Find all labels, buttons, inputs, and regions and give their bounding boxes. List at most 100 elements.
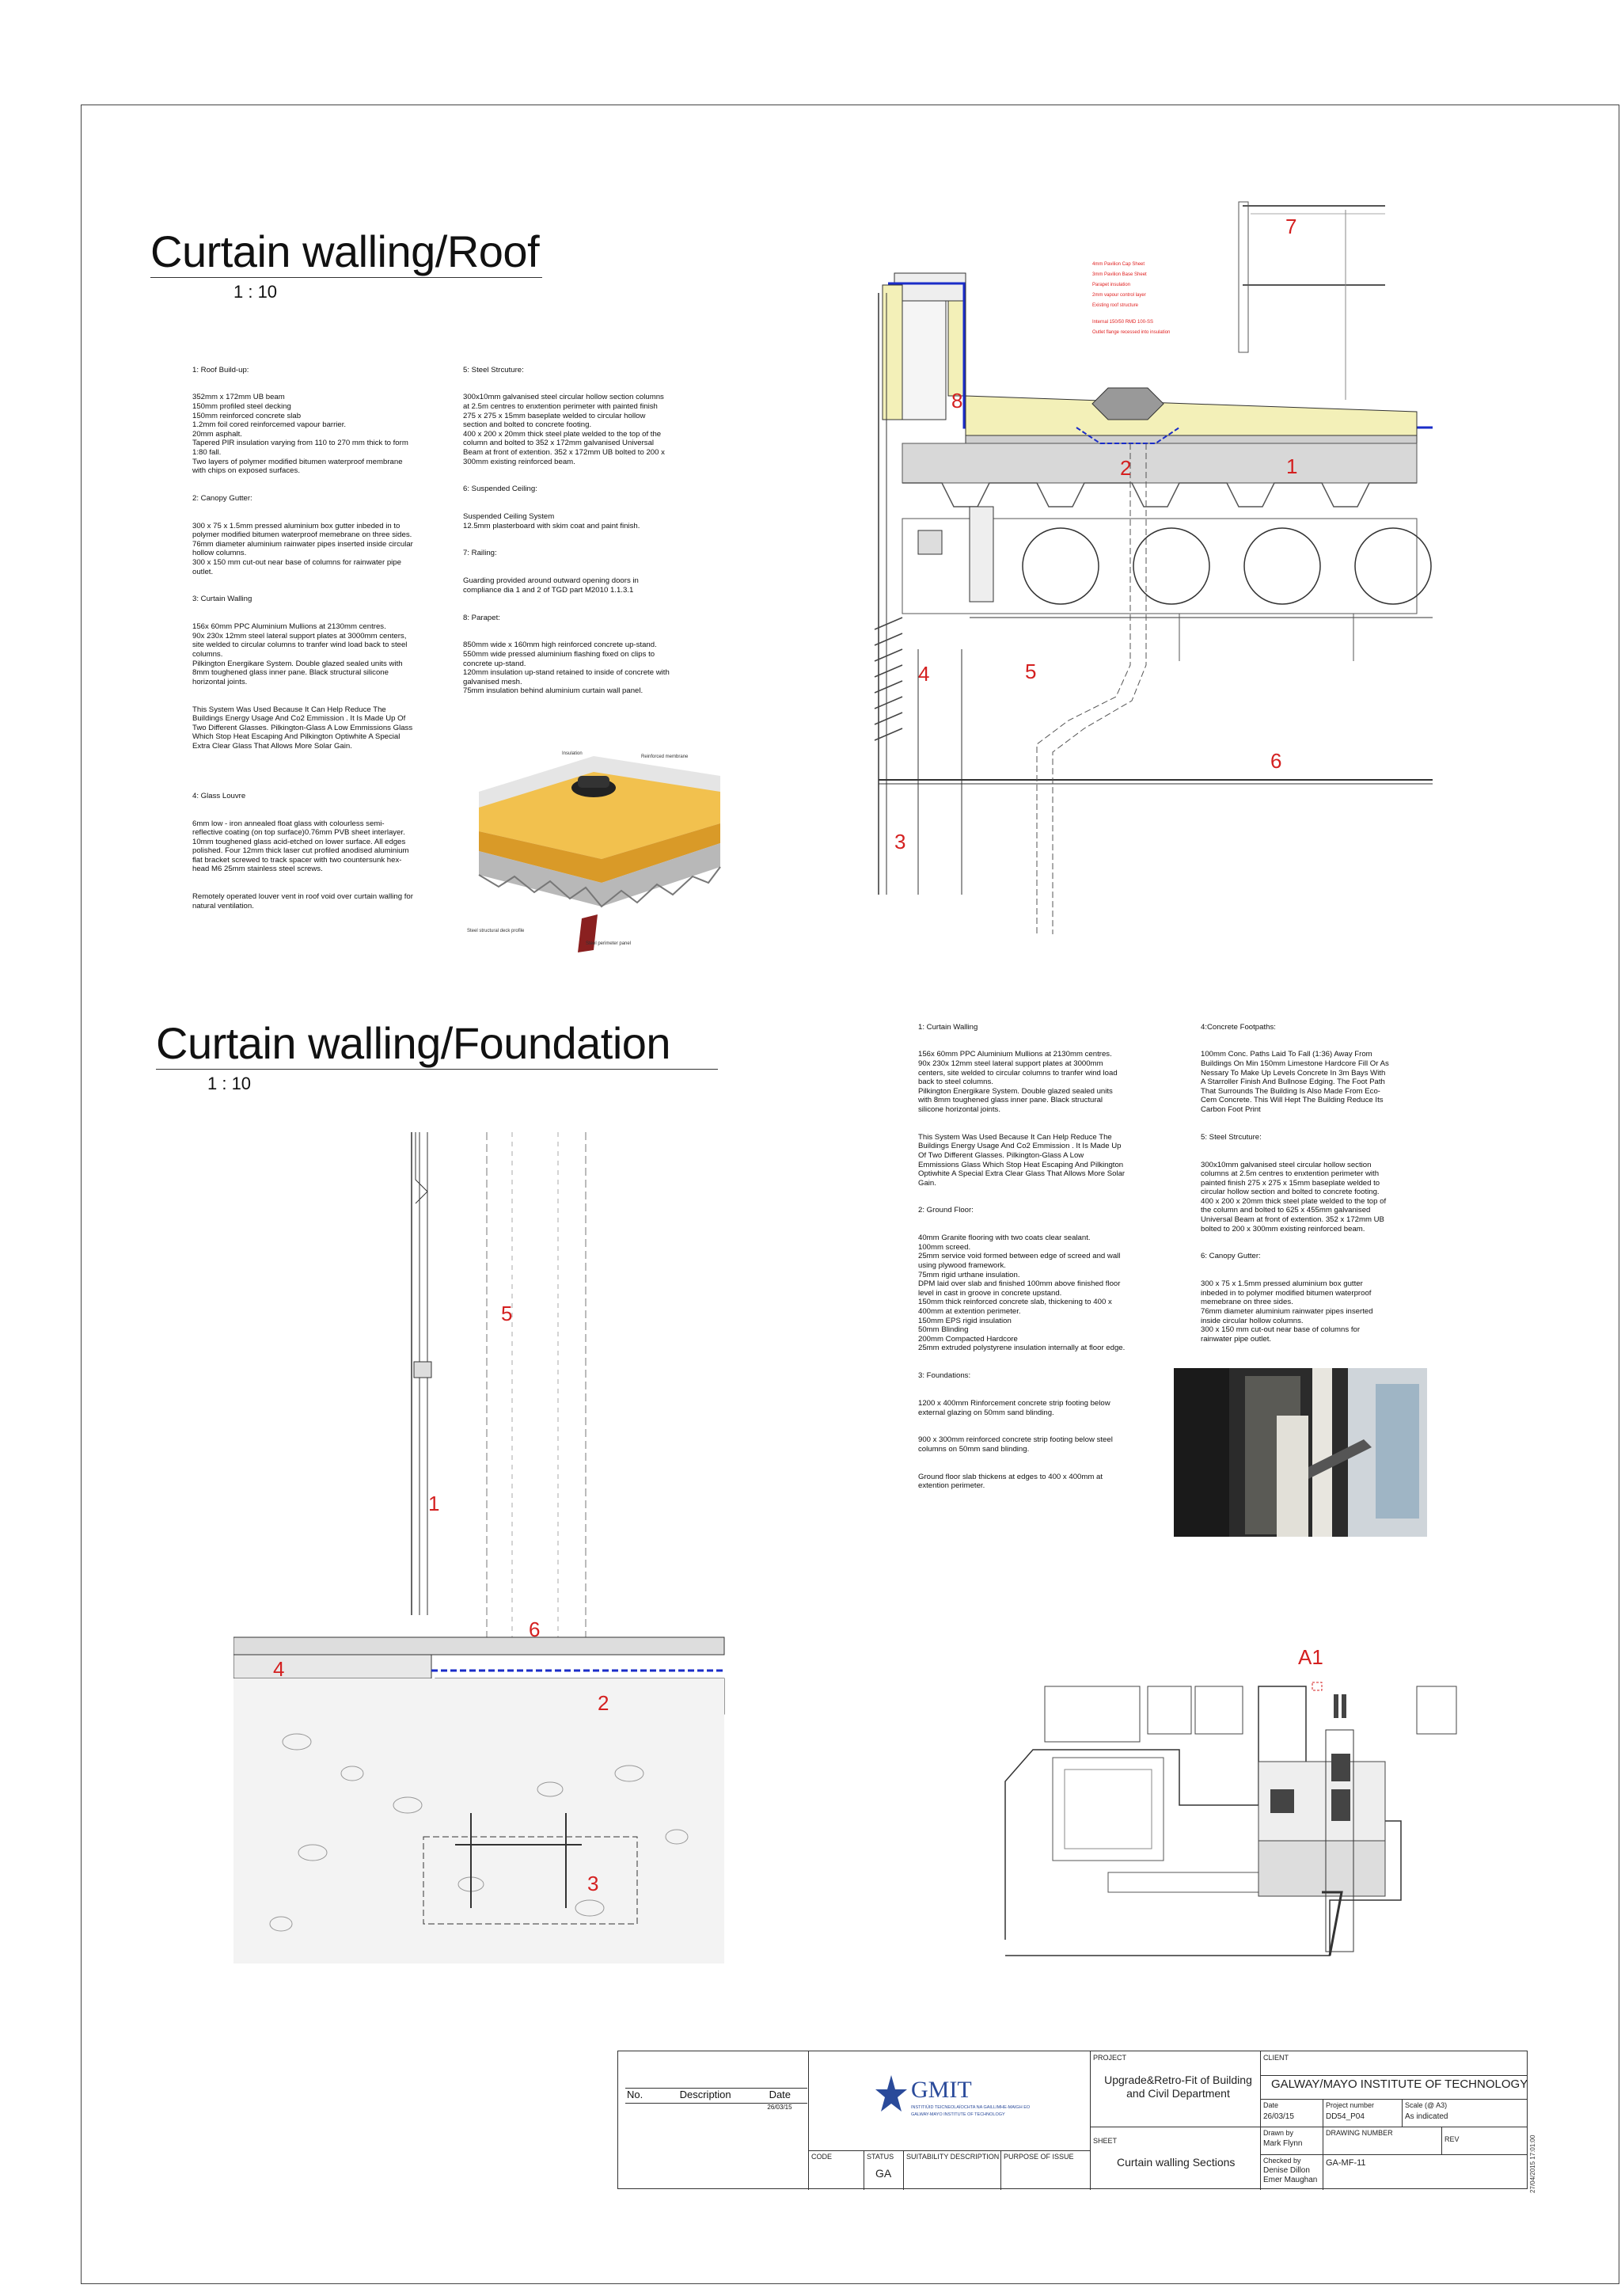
drawn-by-label: Drawn by	[1263, 2129, 1294, 2137]
scale-value: As indicated	[1405, 2112, 1448, 2121]
logo-text: GMIT	[911, 2077, 972, 2103]
note: 100mm Conc. Paths Laid To Fall (1:36) Aw…	[1201, 1050, 1389, 1114]
code-label: CODE	[811, 2153, 833, 2161]
roof-notes-left: 1: Roof Build-up: 352mm x 172mm UB beam …	[192, 356, 414, 929]
foundation-notes-left: 1: Curtain Walling 156x 60mm PPC Alumini…	[918, 1013, 1126, 1509]
checked-by-value: Denise Dillon Emer Maughan	[1263, 2166, 1318, 2184]
client-name: GALWAY/MAYO INSTITUTE OF TECHNOLOGY	[1271, 2077, 1528, 2091]
drawing-number-value: GA-MF-11	[1326, 2158, 1366, 2168]
note: 900 x 300mm reinforced concrete strip fo…	[918, 1435, 1113, 1454]
note: 6: Canopy Gutter:	[1201, 1252, 1261, 1261]
suitability-label: SUITABILITY DESCRIPTION	[906, 2153, 1000, 2161]
scale-label: Scale (@ A3)	[1405, 2101, 1448, 2109]
note: Guarding provided around outward opening…	[463, 576, 639, 595]
note: 5: Steel Strcuture:	[1201, 1132, 1262, 1142]
project-number-value: DD54_P04	[1326, 2112, 1365, 2121]
rev-label: REV	[1444, 2135, 1460, 2143]
note: 4:Concrete Footpaths:	[1201, 1022, 1276, 1032]
foundation-section-title: Curtain walling/Foundation	[156, 1018, 671, 1068]
note: Suspended Ceiling System 12.5mm plasterb…	[463, 512, 640, 530]
print-timestamp: 27/04/2015 17:01:00	[1529, 2134, 1536, 2193]
note: 3: Foundations:	[918, 1371, 971, 1381]
note: 156x 60mm PPC Aluminium Mullions at 2130…	[192, 622, 408, 686]
note: 300 x 75 x 1.5mm pressed aluminium box g…	[1201, 1279, 1373, 1344]
section-label: 4	[273, 1657, 284, 1681]
note: Ground floor slab thickens at edges to 4…	[918, 1472, 1103, 1491]
key-plan-drawing: A1	[1004, 1645, 1457, 1956]
foundation-title-rule	[156, 1069, 718, 1070]
note: 3: Curtain Walling	[192, 595, 252, 604]
note: 1200 x 400mm Rinforcement concrete strip…	[918, 1398, 1110, 1417]
note: 850mm wide x 160mm high reinforced concr…	[463, 641, 670, 696]
sheet-title: Curtain walling Sections	[1117, 2156, 1236, 2169]
note: 352mm x 172mm UB beam 150mm profiled ste…	[192, 393, 408, 476]
drawing-legend-note: 3mm Pavilion Base Sheet	[1092, 272, 1147, 277]
drawing-legend-note: 4mm Pavilion Cap Sheet	[1092, 262, 1145, 267]
render-label: Reinforced membrane	[641, 755, 689, 759]
render-label: Steel perimeter panel	[586, 941, 631, 946]
section-label: 5	[1025, 660, 1036, 683]
note: 8: Parapet:	[463, 613, 500, 622]
section-label: 6	[1270, 749, 1281, 773]
roof-notes-right: 5: Steel Strcuture: 300x10mm galvanised …	[463, 356, 670, 714]
rev-header-description: Description	[679, 2089, 731, 2100]
roof-section-title: Curtain walling/Roof	[150, 226, 540, 276]
checked-by-label: Checked by	[1263, 2157, 1301, 2165]
note: 300 x 75 x 1.5mm pressed aluminium box g…	[192, 521, 413, 576]
date-value: 26/03/15	[1263, 2112, 1294, 2121]
project-label: PROJECT	[1093, 2054, 1127, 2062]
rev-header-date: Date	[769, 2089, 792, 2100]
purpose-label: PURPOSE OF ISSUE	[1004, 2153, 1074, 2161]
section-label: 2	[598, 1691, 609, 1715]
section-label: 7	[1285, 215, 1296, 238]
section-label: 3	[587, 1872, 598, 1895]
render-label: Steel structural deck profile	[467, 929, 525, 933]
note: Remotely operated louver vent in roof vo…	[192, 892, 413, 910]
section-marker: A1	[1298, 1645, 1323, 1669]
note: 4: Glass Louvre	[192, 791, 246, 800]
note: 6: Suspended Ceiling:	[463, 485, 537, 494]
section-label: 3	[894, 830, 905, 853]
note: 6mm low - iron annealed float glass with…	[192, 819, 409, 874]
note: 40mm Granite flooring with two coats cle…	[918, 1234, 1126, 1353]
drawing-legend-note: Parapet insulation	[1092, 283, 1130, 287]
sheet-label: SHEET	[1093, 2137, 1118, 2145]
roof-scale: 1 : 10	[233, 282, 278, 302]
note: This System Was Used Because It Can Help…	[918, 1132, 1126, 1188]
project-name: Upgrade&Retro-Fit of Building and Civil …	[1104, 2074, 1252, 2100]
drawing-legend-note: Existing roof structure	[1092, 303, 1139, 308]
foundation-scale: 1 : 10	[207, 1074, 252, 1093]
section-label: 5	[501, 1302, 512, 1325]
drawing-legend-note: Outlet flange recessed into insulation	[1092, 330, 1170, 335]
revision-table: No. Description Date 26/03/15	[625, 2088, 807, 2113]
logo-subtitle: INSTITIÚID TEICNEOLAÍOCHTA NA GAILLIMHE-…	[911, 2105, 1031, 2110]
title-block: GMIT INSTITIÚID TEICNEOLAÍOCHTA NA GAILL…	[617, 2051, 1528, 2190]
sheet-border	[81, 105, 1619, 2284]
note: 7: Railing:	[463, 549, 497, 558]
section-label: 1	[428, 1492, 439, 1515]
roof-title-rule	[150, 277, 542, 278]
note: 5: Steel Strcuture:	[463, 365, 524, 374]
rev-date: 26/03/15	[767, 2104, 792, 2111]
status-value: GA	[875, 2167, 892, 2180]
foundation-notes-right: 4:Concrete Footpaths: 100mm Conc. Paths …	[1201, 1013, 1391, 1363]
foundation-section-drawing: 5 1 6 4 2 3	[233, 1132, 725, 1963]
roof-buildup-render: Insulation Reinforced membrane Steel str…	[467, 751, 721, 952]
rev-header-no: No.	[627, 2089, 643, 2100]
curtain-wall-photo	[1174, 1368, 1427, 1537]
drawing-legend-note: 2mm vapour control layer	[1092, 293, 1146, 298]
section-label: 4	[918, 662, 929, 686]
note: 1: Roof Build-up:	[192, 365, 249, 374]
note: 1: Curtain Walling	[918, 1022, 978, 1032]
note: 300x10mm galvanised steel circular hollo…	[1201, 1160, 1387, 1234]
note: 156x 60mm PPC Aluminium Mullions at 2130…	[918, 1050, 1118, 1114]
project-number-label: Project number	[1326, 2101, 1375, 2109]
note: 2: Canopy Gutter:	[192, 493, 252, 503]
drawn-by-value: Mark Flynn	[1263, 2139, 1303, 2148]
note: 300x10mm galvanised steel circular hollo…	[463, 393, 665, 466]
date-label: Date	[1263, 2101, 1279, 2109]
gmit-logo-icon	[875, 2075, 907, 2112]
note: 2: Ground Floor:	[918, 1206, 974, 1215]
drawing-legend-note: Internal 150/50 RMD 100-SS	[1092, 320, 1153, 325]
section-label: 8	[951, 389, 962, 412]
